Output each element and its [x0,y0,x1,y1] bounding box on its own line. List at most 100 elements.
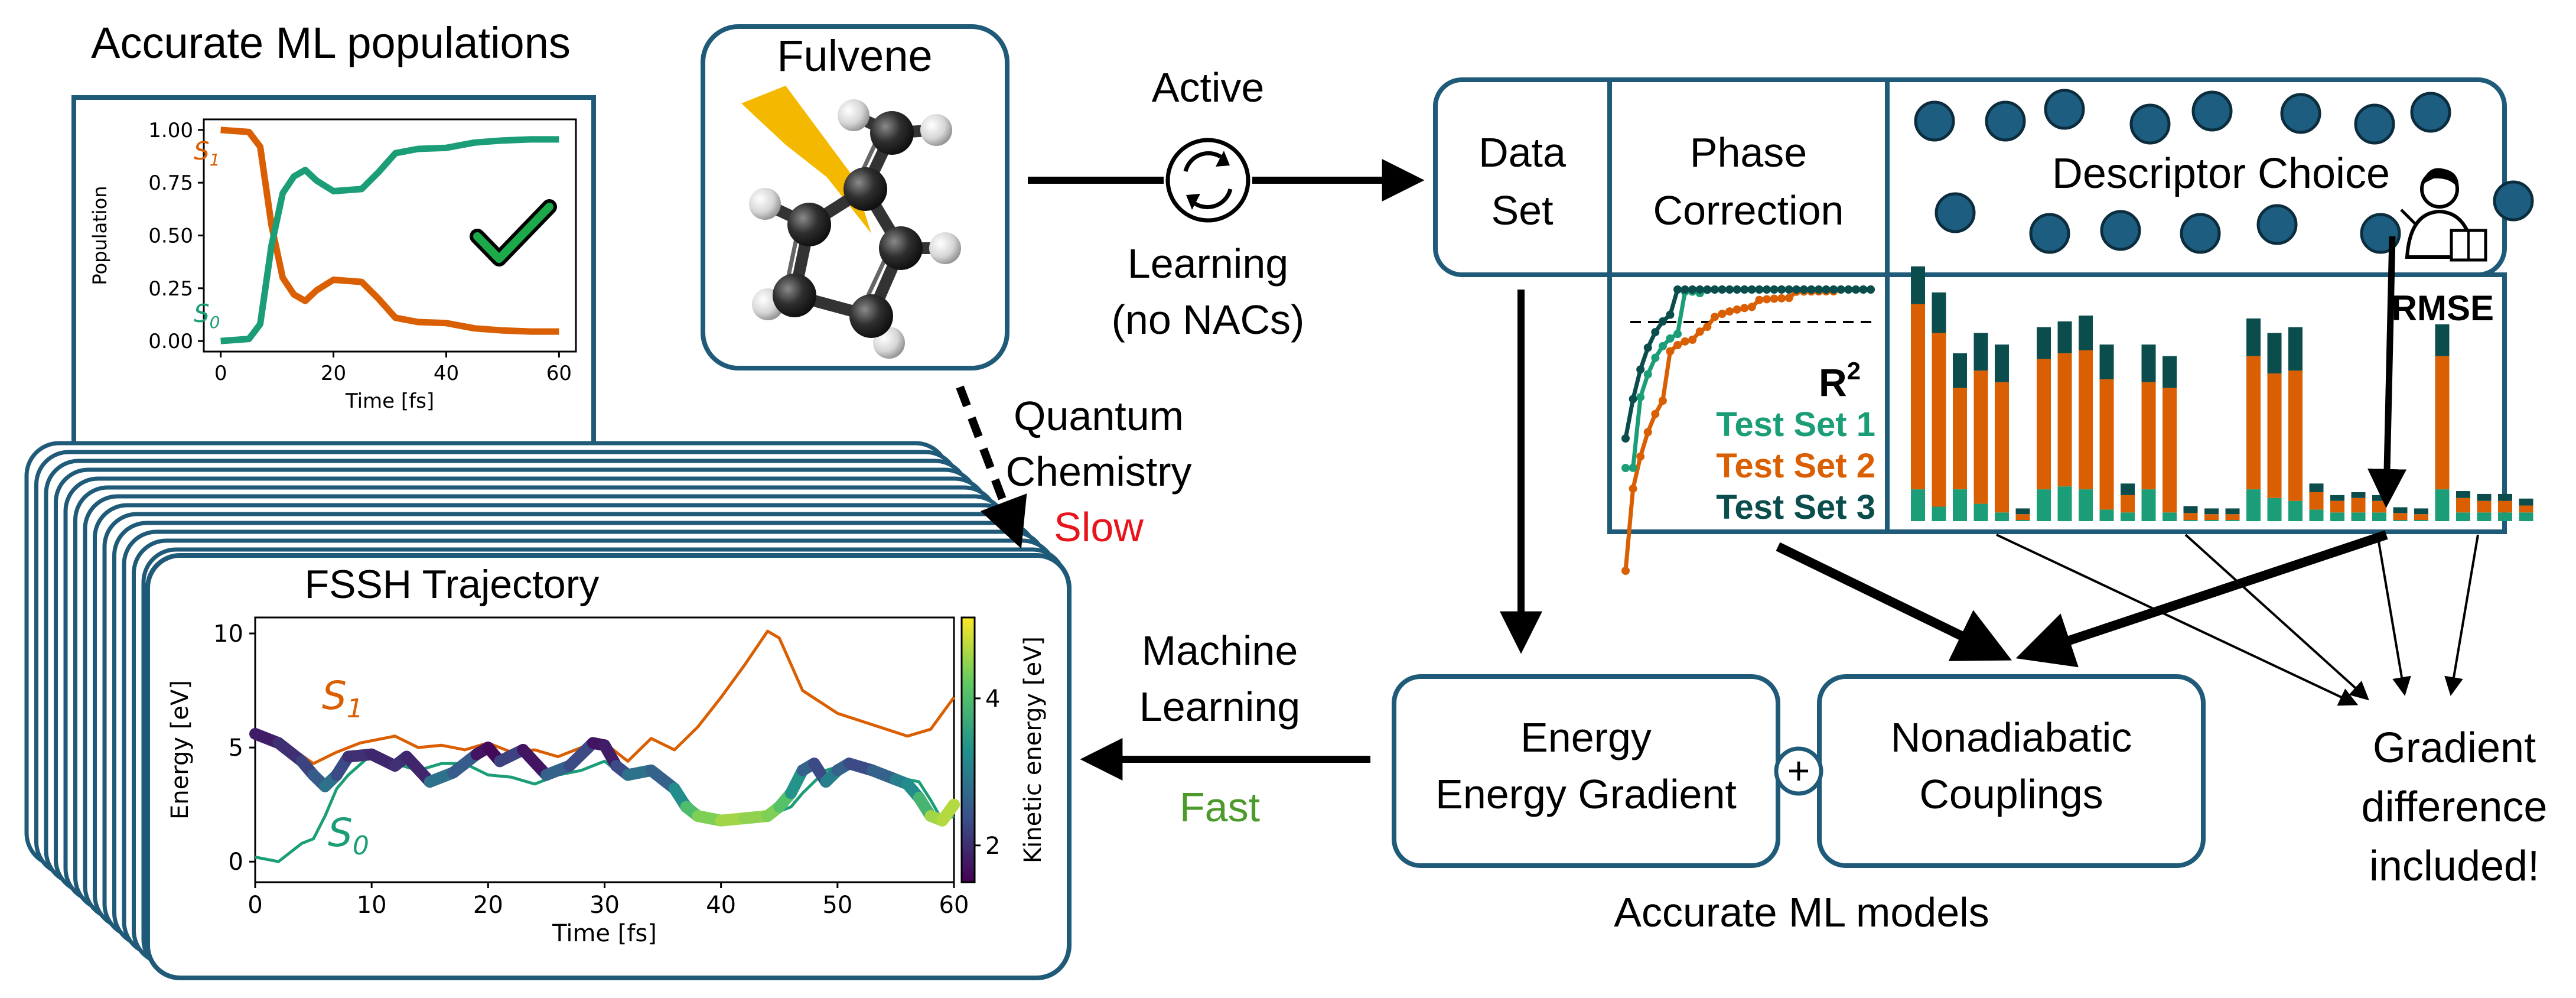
test-set-3-bar [2393,507,2408,513]
test-set-2-bar [2099,379,2114,510]
test-set-2-bar [1932,333,1946,507]
test-set-2-bar [2456,498,2470,513]
x-tick-label: 60 [939,892,969,919]
test-set-1-bar [2183,520,2198,521]
descriptor-dot [2029,213,2070,254]
test-set-2-bar [2141,382,2156,490]
trajectory-segment [936,798,960,827]
test-set-2-bar [2498,500,2512,513]
test-set-2-label: Test Set 2 [1716,447,1875,485]
test-set-2-bar [2037,359,2051,490]
test-set-3-point [1666,310,1675,319]
test-set-2-point [1688,336,1697,344]
test-set-3-point [1807,285,1816,294]
test-set-3-point [1770,285,1779,294]
test-set-3-bar [2246,318,2261,356]
y-tick-label: 0 [229,849,243,876]
test-set-2-point [1636,452,1645,461]
test-set-2-bar [2015,514,2030,521]
descriptor-dot [2191,90,2233,132]
colorbar-label: Kinetic energy [eV] [1020,636,1047,863]
test-set-1-bar [2498,512,2512,521]
fulvene-title: Fulvene [777,31,932,80]
x-tick-label: 10 [357,892,387,919]
r2-plot [1621,285,1875,575]
test-set-2-bar [2435,356,2450,490]
test-set-2-bar [1995,382,2009,513]
descriptor-dot [2410,92,2451,133]
test-set-3-bar [2309,483,2324,492]
metrics-frame [1607,272,2507,534]
test-set-3-point [1740,285,1749,294]
test-set-3-bar [2079,316,2093,350]
test-set-2-bar [2351,498,2366,513]
test-set-1-point [1621,464,1630,472]
x-axis-label: Time [fs] [345,389,434,413]
machine-learning-line2: Learning [1139,684,1300,730]
test-set-3-point [1621,434,1630,443]
rmse-plot [1911,266,2533,521]
test-set-2-bar [2414,514,2428,521]
test-set-3-bar [2183,506,2198,513]
y-tick-label: 0.50 [148,225,193,248]
test-set-3-bar [1953,353,1967,388]
test-set-3-bar [2225,508,2240,515]
test-set-1-bar [2519,512,2533,521]
y-tick-label: 1.00 [148,119,193,142]
test-set-1-bar [2121,512,2135,521]
test-set-2-point [1681,337,1689,346]
active-learning-line1: Active [1152,64,1265,110]
rmse-to-gradient-arrow [2376,534,2411,696]
energy-gradient-label: Energy Gradient [1435,771,1737,817]
test-set-2-bar [2057,353,2072,487]
test-set-3-bar [2267,333,2282,374]
test-set-2-bar [2519,505,2533,513]
test-set-1-bar [2163,512,2177,521]
test-set-2-bar [2246,356,2261,490]
y-tick-label: 10 [213,620,243,648]
descriptor-dot [2129,103,2171,145]
x-tick-label: 40 [706,892,736,919]
test-set-1-bar [2477,512,2492,521]
test-set-2-bar [2330,500,2344,513]
carbon-atom [844,167,887,211]
fulvene-molecule [741,86,961,359]
test-set-2-point [1695,327,1704,336]
checkmark-icon [473,203,553,263]
y-axis-label: Population [89,186,111,285]
test-set-1-bar [2456,512,2470,521]
descriptor-dot [2180,213,2221,254]
s1-label: S1 [322,673,363,724]
test-set-3-point [1792,285,1801,294]
s0-label: S0 [194,299,220,332]
metrics-panel: RMSE R2 Test Set 1 Test Set 2 Test Set 3 [1607,266,2533,575]
data-set-line1: Data [1478,129,1566,175]
test-set-2-point [1710,313,1719,321]
rmse-to-gradient-arrow [1996,534,2359,706]
models-caption: Accurate ML models [1614,889,1989,935]
descriptor-dot [2280,93,2321,134]
test-set-3-bar [2519,498,2533,506]
test-set-2-bar [1911,304,1925,490]
carbon-atom [879,226,923,270]
test-set-2-point [1762,295,1771,304]
test-set-3-point [1836,285,1845,294]
machine-learning-line1: Machine [1142,628,1298,674]
descriptor-dot [1935,192,1976,233]
test-set-3-point [1822,285,1831,294]
test-set-2-point [1651,409,1660,418]
rmse-to-nac-arrow [2015,530,2388,668]
energy-label: Energy [1520,714,1652,760]
test-set-2-bar [2372,500,2386,513]
test-set-2-bar [2225,514,2240,521]
data-set-line2: Set [1491,187,1553,233]
x-tick-label: 40 [434,362,459,385]
test-set-2-point [1725,307,1734,316]
test-set-3-point [1844,285,1853,294]
y-axis-label: Energy [eV] [167,680,194,820]
test-set-1-bar [2057,486,2072,521]
test-set-3-point [1651,328,1660,337]
test-set-2-point [1643,428,1652,437]
